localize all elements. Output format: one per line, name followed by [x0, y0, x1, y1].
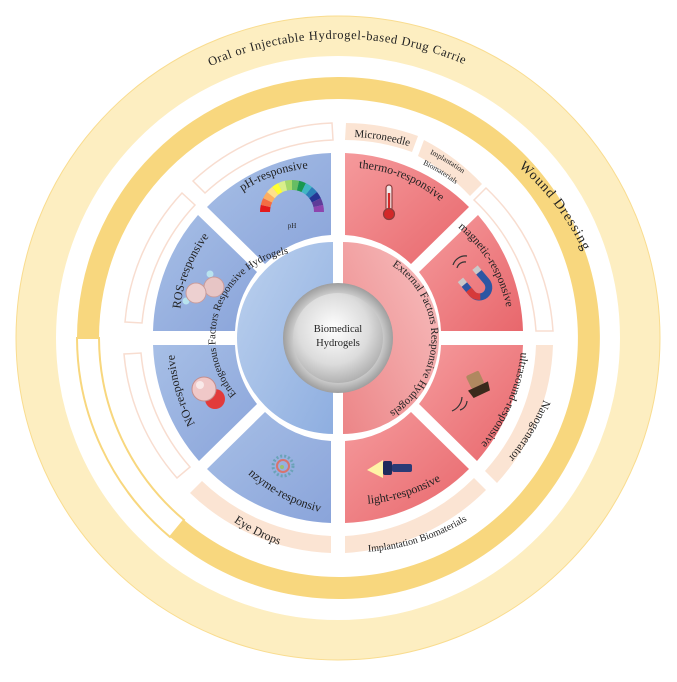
- segment-no: [153, 345, 257, 461]
- implantation-bottom-box: [345, 478, 486, 553]
- segment-ros: [153, 215, 257, 331]
- ph-scale-band: [260, 204, 271, 212]
- ph-scale-band: [278, 180, 288, 193]
- thermometer-icon: [382, 184, 396, 221]
- no-molecule-icon: [191, 376, 225, 409]
- ph-scale-band: [263, 192, 275, 203]
- microneedle-box: [345, 123, 418, 152]
- center-hub: Biomedical Hydrogels: [283, 283, 393, 393]
- magnetic-field-icon: [452, 255, 468, 269]
- ph-scale-band: [266, 186, 279, 199]
- ph-scale-band: [260, 198, 273, 208]
- enzyme-icon: [271, 454, 295, 478]
- segment-thermo: [345, 153, 469, 264]
- flashlight-icon: [367, 460, 412, 478]
- magnet-icon: [457, 265, 493, 301]
- segment-enzyme: [207, 412, 331, 523]
- application-ring: Microneedle Implantation Biomaterials Na…: [123, 122, 554, 555]
- center-label-line2: Hydrogels: [316, 338, 360, 349]
- ph-scale-band: [311, 198, 324, 208]
- ph-scale-band: [301, 183, 312, 195]
- center-label-line1: Biomedical: [314, 324, 362, 335]
- ph-scale-icon: pH: [260, 180, 324, 230]
- ph-scale-band: [313, 204, 324, 212]
- ultrasound-probe-icon: [466, 371, 490, 398]
- ph-icon-text: pH: [288, 222, 297, 230]
- ph-scale-band: [309, 192, 321, 203]
- nanogenerator-box: [485, 345, 553, 483]
- segment-magnetic: [419, 215, 523, 331]
- ros-molecule-icon: [182, 270, 225, 305]
- implantation-top-box: [418, 140, 482, 196]
- ph-scale-band: [305, 186, 318, 199]
- ultrasound-waves-icon: [451, 396, 468, 412]
- ph-scale-band: [296, 180, 306, 193]
- eye-drops-box: [190, 481, 331, 553]
- ph-scale-band: [284, 180, 292, 191]
- segment-ultrasound: [419, 345, 523, 461]
- ph-scale-band: [272, 183, 283, 195]
- ph-scale-band: [292, 180, 300, 191]
